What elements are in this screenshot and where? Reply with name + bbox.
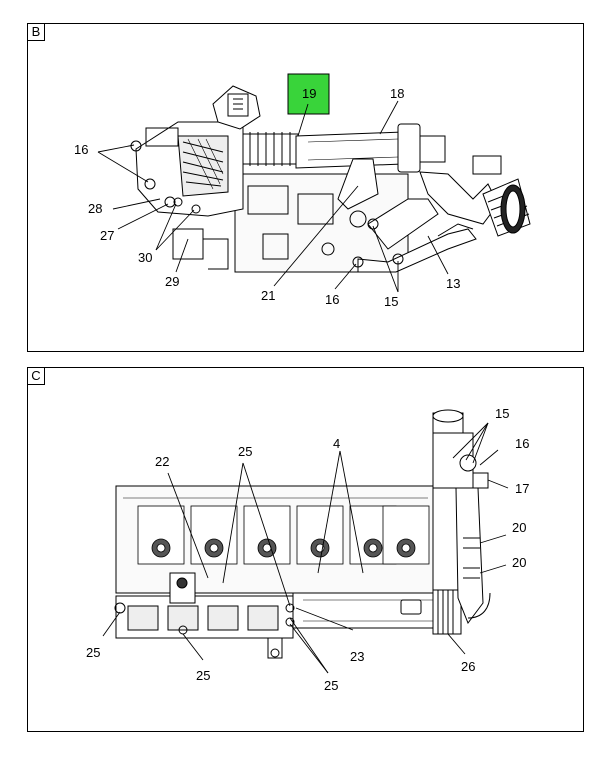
callout-25-top: 25: [238, 444, 252, 459]
callout-13: 13: [446, 276, 460, 291]
callout-25-bottom: 25: [196, 668, 210, 683]
callout-15: 15: [384, 294, 398, 309]
callout-22: 22: [155, 454, 169, 469]
callout-19: 19: [302, 86, 316, 101]
panel-c-illustration: 15 16 17 20 20 22 25 4 25 25 23 25 26: [86, 406, 529, 693]
callout-4: 4: [333, 436, 340, 451]
panel-c-tag: C: [28, 368, 45, 385]
panel-b: B: [27, 23, 584, 352]
panel-c: C: [27, 367, 584, 732]
callout-18: 18: [390, 86, 404, 101]
callout-15: 15: [495, 406, 509, 421]
callout-20-top: 20: [512, 520, 526, 535]
panel-b-tag: B: [28, 24, 45, 41]
callout-16: 16: [515, 436, 529, 451]
panel-b-illustration: 19 18 16 28 27 30 29 21 16 15 13: [74, 73, 531, 309]
callout-16-top: 16: [74, 142, 88, 157]
callout-20-bottom: 20: [512, 555, 526, 570]
callout-25-center: 25: [324, 678, 338, 693]
callout-29: 29: [165, 274, 179, 289]
callout-30: 30: [138, 250, 152, 265]
callout-28: 28: [88, 201, 102, 216]
callout-27: 27: [100, 228, 114, 243]
callout-21: 21: [261, 288, 275, 303]
callout-16-bottom: 16: [325, 292, 339, 307]
callout-23: 23: [350, 649, 364, 664]
callout-26: 26: [461, 659, 475, 674]
callout-25-left: 25: [86, 645, 100, 660]
callout-17: 17: [515, 481, 529, 496]
callout-19-highlight: [287, 73, 330, 115]
